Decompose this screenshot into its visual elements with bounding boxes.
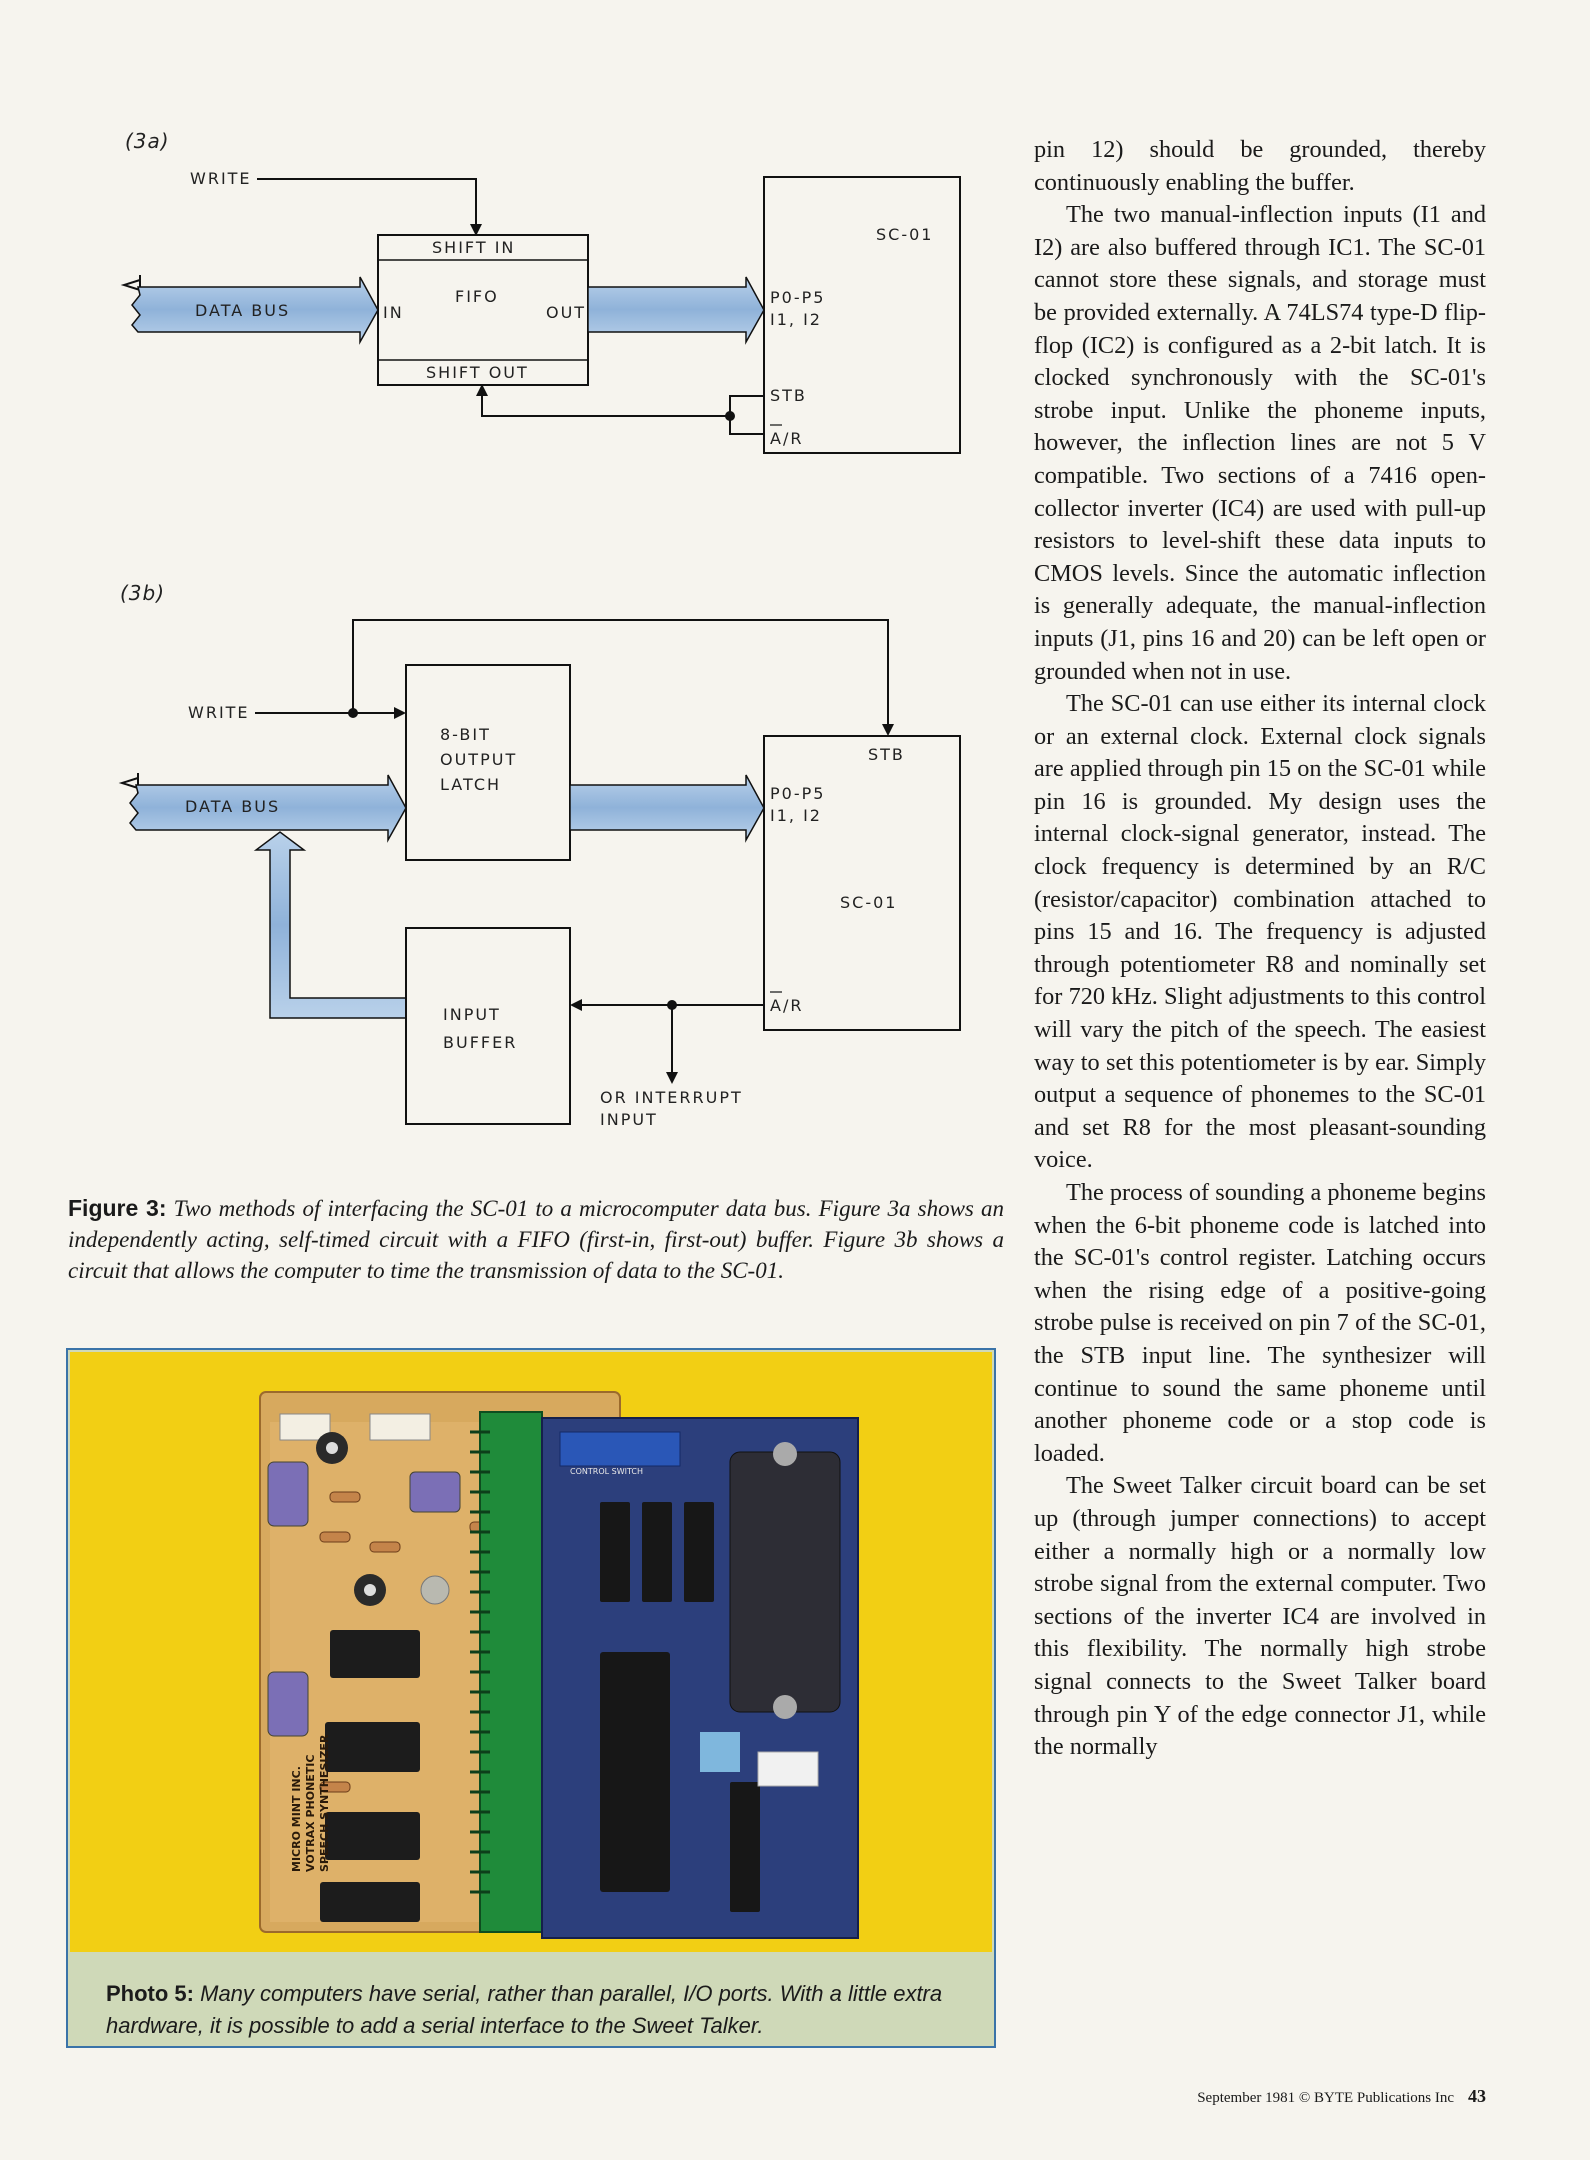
fig3b-sc01-box [763, 735, 961, 1031]
fig3a-ar-label: A/R [770, 429, 803, 448]
fig3b-ar-label: A/R [770, 996, 803, 1015]
photo-5-caption: Photo 5: Many computers have serial, rat… [106, 1978, 966, 2042]
fig3a-sc01-label: SC-01 [876, 225, 933, 244]
fig3a-ar-stb-link [729, 395, 764, 435]
fig3a-fifo-label: FIFO [455, 287, 499, 306]
fig3b-label: (3b) [120, 581, 165, 605]
circuit-board-illustration: MICRO MINT INC. VOTRAX PHONETIC SPEECH S… [70, 1352, 992, 1952]
switch-label: CONTROL SWITCH [570, 1467, 643, 1476]
page-footer: September 1981 © BYTE Publications Inc 43 [1126, 2086, 1486, 2107]
fig3b-inflect-label: I1, I2 [770, 806, 822, 825]
fig3b-buffer-line2: BUFFER [443, 1033, 517, 1052]
fig3b-sc01-label: SC-01 [840, 893, 897, 912]
fig3a-stb-label: STB [770, 386, 807, 405]
fig3b-stb-line [352, 619, 889, 730]
paragraph-3: The SC-01 can use either its internal cl… [1034, 690, 1486, 1174]
paragraph-4: The process of sounding a phoneme begins… [1034, 1179, 1486, 1467]
fig3b-data-bus-label: DATA BUS [185, 797, 280, 816]
fig3a-inflect-label: I1, I2 [770, 310, 822, 329]
fig3a-shift-out-label: SHIFT OUT [426, 363, 529, 382]
fig3a-write-line [257, 178, 477, 230]
fig3b-data-bus [129, 774, 407, 843]
fig3b-stb-label: STB [868, 745, 905, 764]
photo-caption-text: Many computers have serial, rather than … [106, 1981, 943, 2038]
fig3a-write-arrowhead [470, 224, 482, 236]
fig3a-label: (3a) [125, 129, 170, 153]
figure-caption-head: Figure 3: [68, 1195, 167, 1221]
fig3b-latch-line1: 8-BIT [440, 725, 491, 744]
fig3b-interrupt-line2: INPUT [600, 1110, 658, 1129]
figure-3-diagram: (3a) WRITE DATA BUS SHIFT IN FIFO IN OUT… [118, 129, 961, 1129]
article-body: pin 12) should be grounded, thereby cont… [1034, 134, 1486, 1764]
fig3b-pins-label: P0-P5 [770, 784, 825, 803]
fig3b-bus-tail [118, 773, 139, 793]
footer-credit: September 1981 © BYTE Publications Inc [1197, 2090, 1454, 2106]
edge-connector [479, 1411, 543, 1933]
fig3b-return-bus [253, 831, 407, 1019]
fig3b-buffer-box [405, 927, 571, 1125]
fig3a-sc01-box [763, 176, 961, 454]
figure-caption-text: Two methods of interfacing the SC-01 to … [68, 1196, 1004, 1283]
photo-5-image: MICRO MINT INC. VOTRAX PHONETIC SPEECH S… [70, 1352, 992, 1952]
fig3a-out-label: OUT [546, 303, 586, 322]
fig3a-output-bus [587, 276, 765, 345]
fig3b-latch-line2: OUTPUT [440, 750, 517, 769]
fig3a-data-bus [131, 276, 379, 345]
fig3a-data-bus-label: DATA BUS [195, 301, 290, 320]
ic-chip-icon [330, 1630, 420, 1678]
fig3a-write-label: WRITE [190, 169, 252, 188]
board-label-2: VOTRAX PHONETIC [304, 1755, 317, 1872]
fig3a-pins-label: P0-P5 [770, 288, 825, 307]
fig3b-buffer-line1: INPUT [443, 1005, 501, 1024]
db25-connector [729, 1451, 841, 1713]
fig3b-interrupt-line1: OR INTERRUPT [600, 1088, 743, 1107]
paragraph-5: The Sweet Talker circuit board can be se… [1034, 1472, 1486, 1761]
connector-icon [279, 1413, 331, 1441]
board-label-1: MICRO MINT INC. [290, 1766, 303, 1872]
photo-5-frame: MICRO MINT INC. VOTRAX PHONETIC SPEECH S… [66, 1348, 996, 2048]
fig3a-shift-in-label: SHIFT IN [432, 238, 515, 257]
control-switch [559, 1431, 681, 1467]
board-label-3: SPEECH SYNTHESIZER [318, 1734, 331, 1872]
fig3b-output-bus [569, 774, 765, 843]
page-number: 43 [1468, 2086, 1486, 2106]
figure-3-caption: Figure 3: Two methods of interfacing the… [68, 1193, 1004, 1286]
fig3b-latch-box [405, 664, 571, 861]
fig3a-in-label: IN [383, 303, 404, 322]
photo-caption-head: Photo 5: [106, 1981, 194, 2006]
fig3b-latch-line3: LATCH [440, 775, 501, 794]
fig3b-write-label: WRITE [188, 703, 250, 722]
fig3a-bus-tail [120, 275, 141, 295]
paragraph-2: The two manual-inflection inputs (I1 and… [1034, 201, 1486, 685]
paragraph-1: pin 12) should be grounded, thereby cont… [1034, 136, 1486, 196]
fig3a-shift-out-line [481, 390, 730, 417]
